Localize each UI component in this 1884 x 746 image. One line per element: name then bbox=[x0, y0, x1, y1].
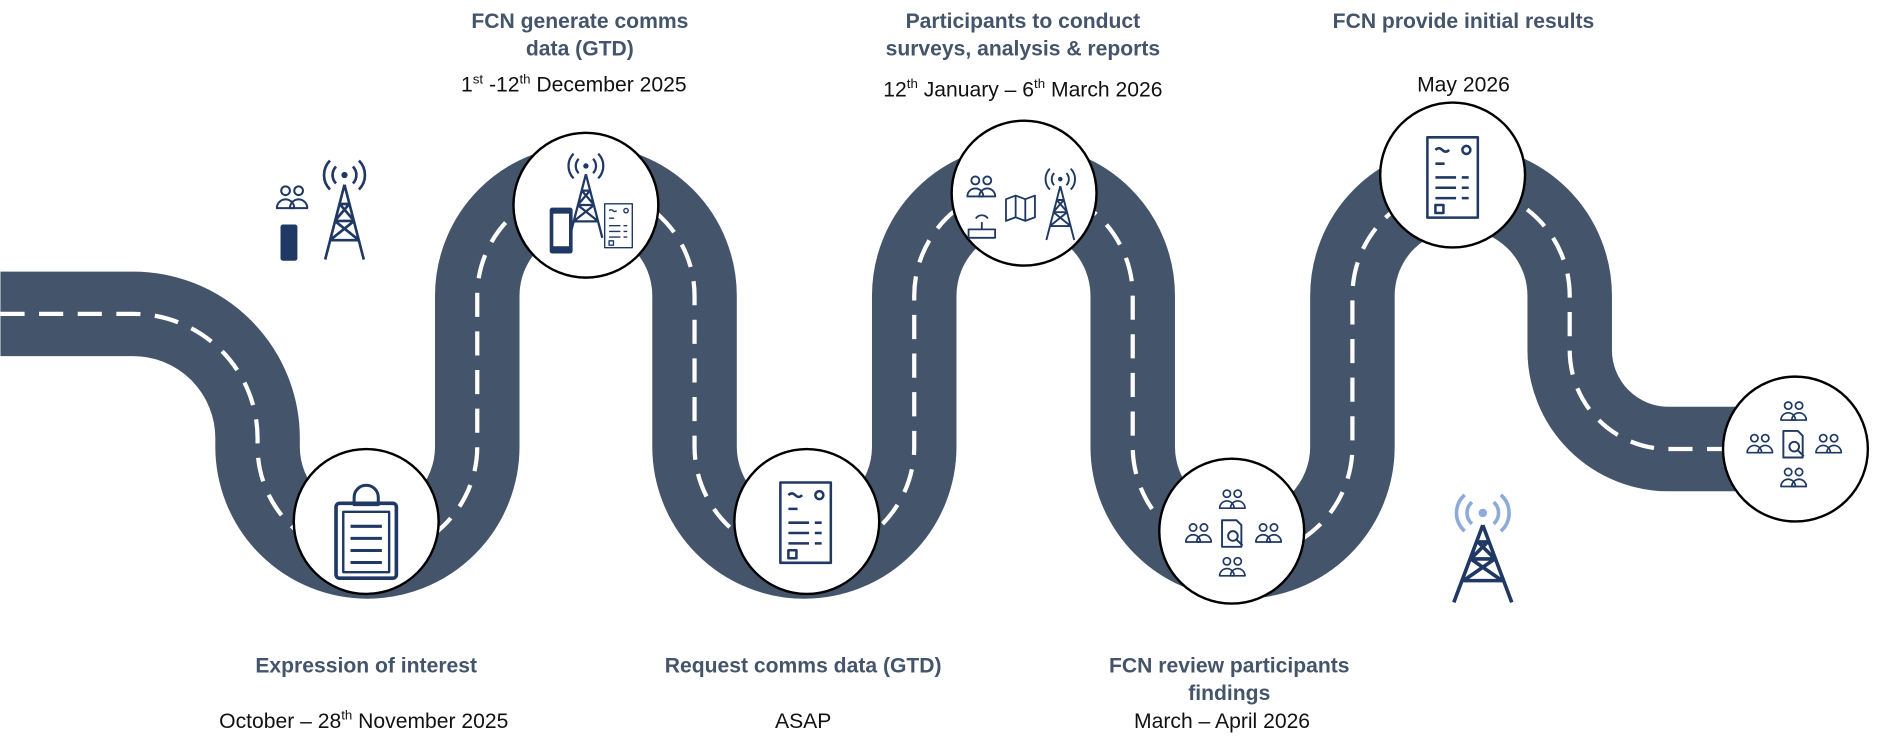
milestone-date: October – 28th November 2025 bbox=[219, 707, 508, 732]
label-participants-surveys: Participants to conduct surveys, analysi… bbox=[883, 10, 1162, 102]
clipboard-icon bbox=[334, 483, 399, 581]
signal-tower-icon bbox=[1452, 493, 1514, 603]
label-initial-results: FCN provide initial results May 2026 bbox=[1333, 10, 1595, 97]
milestone-title: surveys, analysis & reports bbox=[886, 38, 1161, 61]
milestone-title: findings bbox=[1188, 682, 1270, 705]
milestone-title: data (GTD) bbox=[526, 38, 634, 61]
stop-generate-comms-data bbox=[512, 131, 660, 279]
people-phone-tower-icon bbox=[275, 159, 367, 261]
milestone-date: March – April 2026 bbox=[1134, 710, 1310, 733]
label-review-findings: FCN review participants findings March –… bbox=[1109, 654, 1349, 733]
milestone-title: Participants to conduct bbox=[906, 10, 1141, 33]
milestone-date: May 2026 bbox=[1417, 74, 1510, 97]
milestone-title: FCN provide initial results bbox=[1333, 10, 1595, 33]
stop-final bbox=[1721, 375, 1870, 523]
road bbox=[0, 144, 1812, 599]
milestone-title: Expression of interest bbox=[255, 654, 477, 677]
milestone-date: ASAP bbox=[775, 710, 831, 733]
label-expression-of-interest: Expression of interest October – 28th No… bbox=[219, 654, 508, 733]
stop-review-findings bbox=[1158, 457, 1306, 605]
people-map-router-tower-icon bbox=[966, 167, 1076, 241]
label-generate-comms-data: FCN generate comms data (GTD) 1st -12th … bbox=[461, 10, 688, 97]
stop-initial-results bbox=[1378, 101, 1527, 249]
label-request-comms-data: Request comms data (GTD) ASAP bbox=[665, 654, 942, 733]
stop-expression-of-interest bbox=[292, 447, 440, 596]
milestone-title: FCN generate comms bbox=[471, 10, 688, 33]
milestone-title: FCN review participants bbox=[1109, 654, 1349, 677]
milestone-date: 1st -12th December 2025 bbox=[461, 71, 687, 96]
stop-request-comms-data bbox=[733, 447, 881, 596]
stop-participants-surveys bbox=[950, 119, 1098, 267]
phone-tower-report-icon bbox=[549, 152, 633, 254]
milestone-title: Request comms data (GTD) bbox=[665, 654, 942, 677]
milestone-date: 12th January – 6th March 2026 bbox=[883, 76, 1162, 101]
